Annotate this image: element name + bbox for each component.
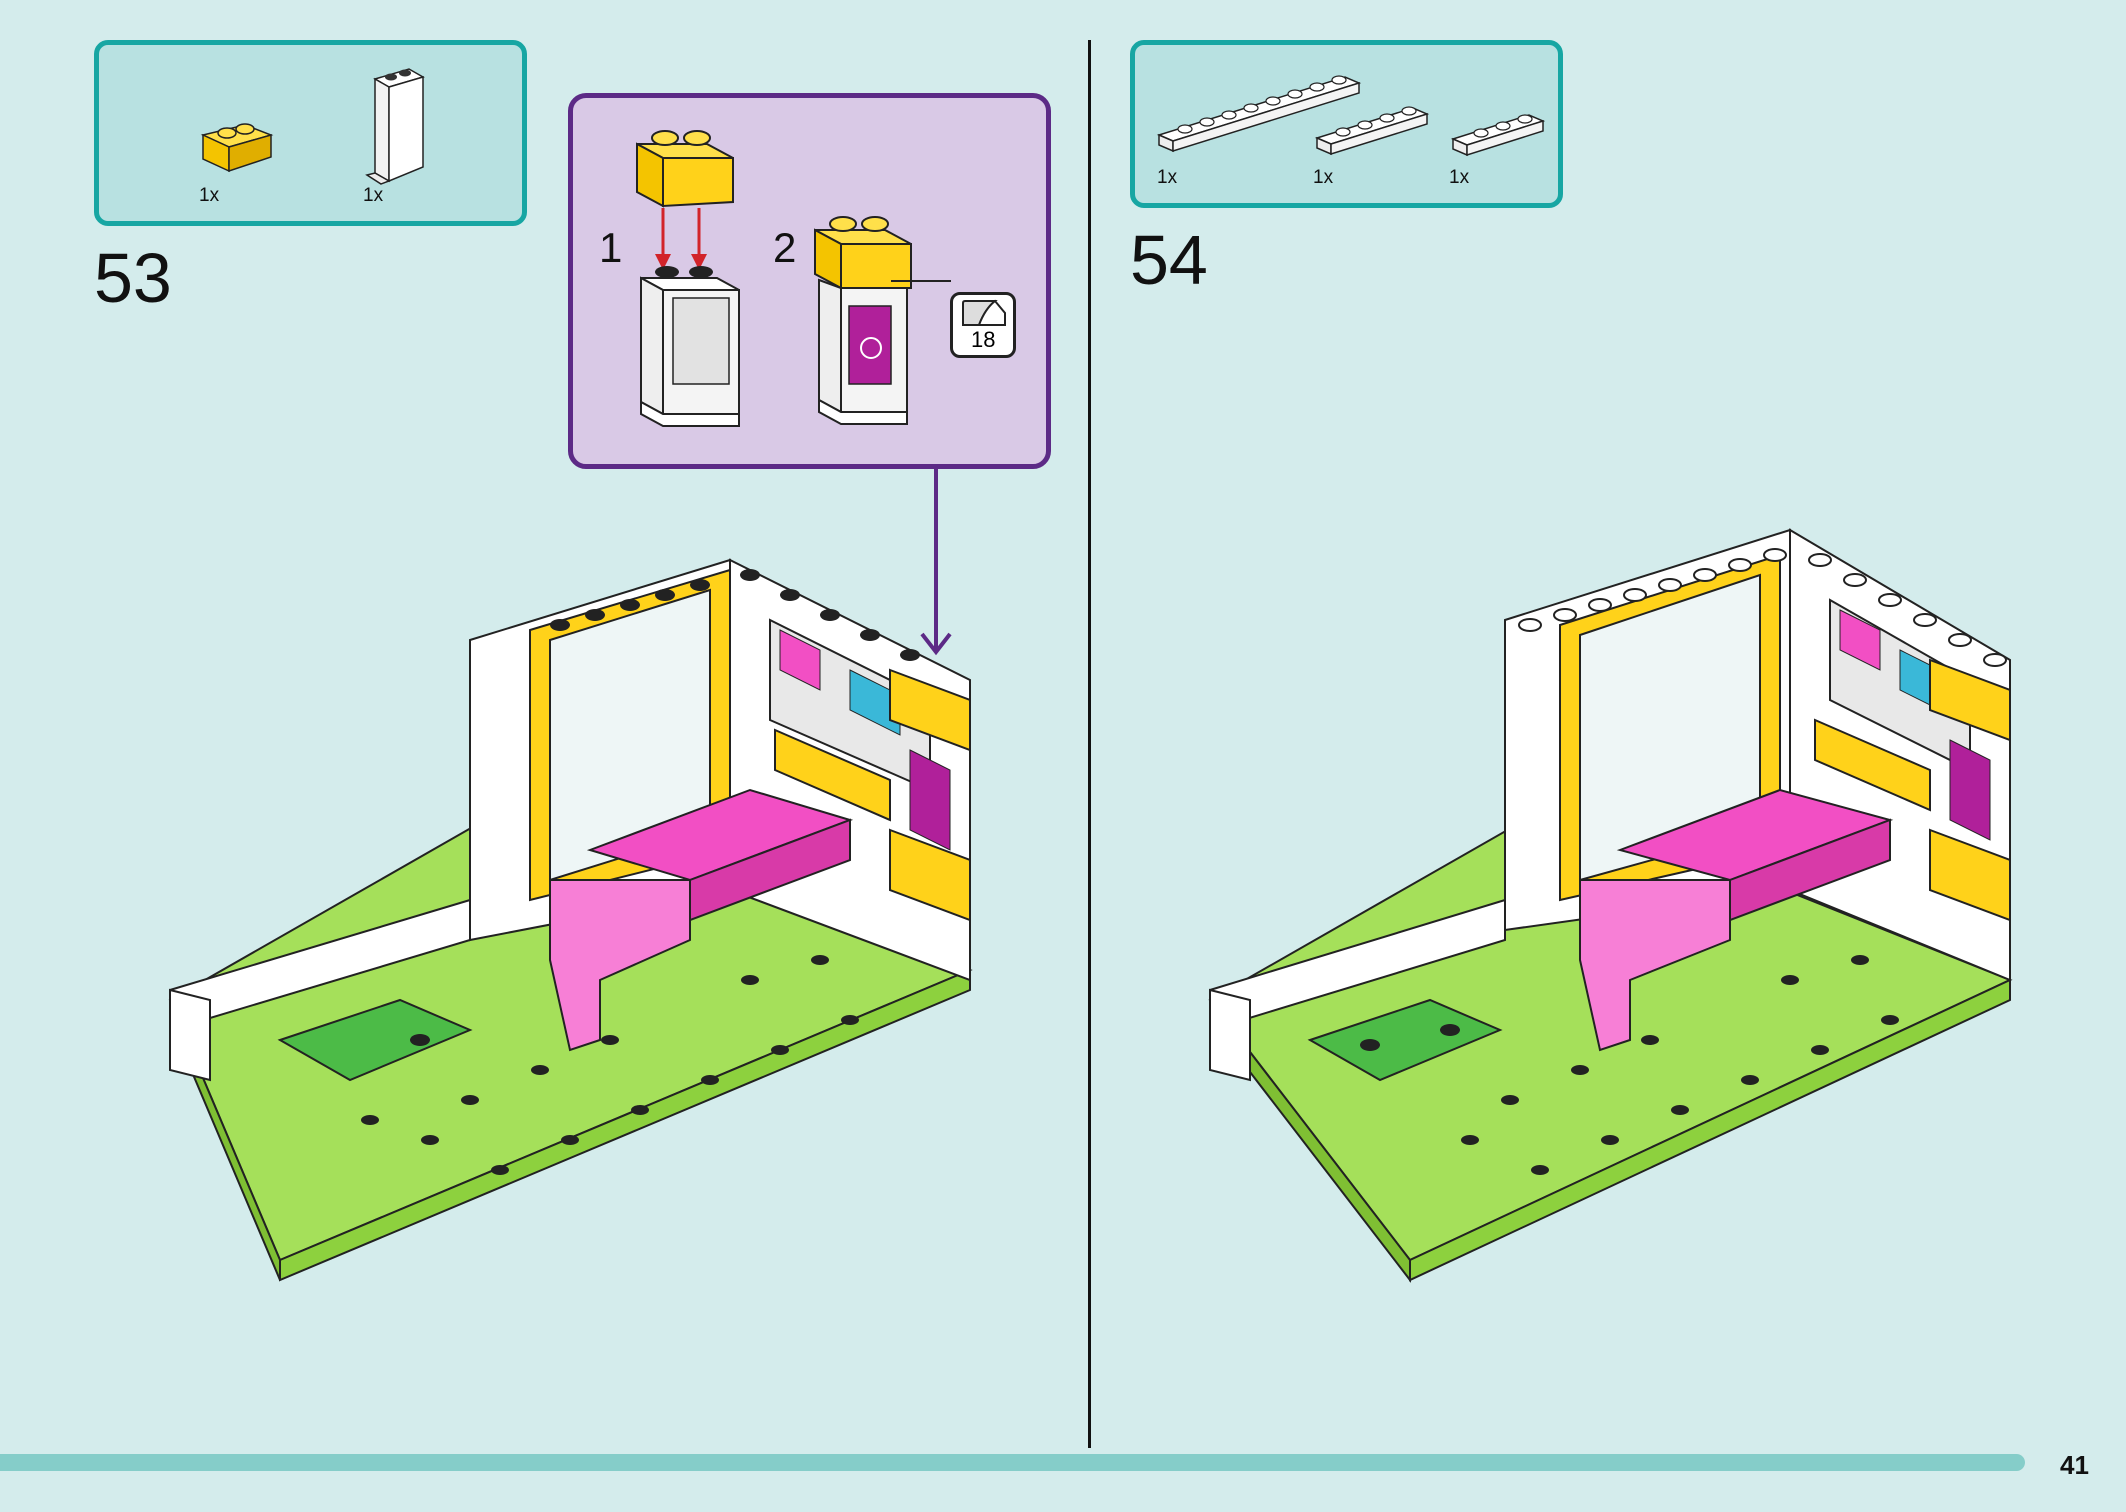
model-step-54 [1208, 528, 2013, 1283]
white-panel-icon [640, 266, 740, 427]
part-qty: 1x [1449, 167, 1470, 188]
part-qty: 1x [363, 185, 384, 206]
yellow-brick-exploded-icon [636, 130, 734, 208]
parts-list-step-53: 1x 1x [94, 40, 527, 226]
white-plate-1x4-icon [1314, 106, 1430, 156]
step-number: 53 [94, 239, 172, 317]
page-number: 41 [2060, 1450, 2089, 1480]
white-plate-1x8-icon [1156, 75, 1362, 153]
part-qty: 1x [199, 185, 220, 206]
part-qty: 1x [1157, 167, 1178, 188]
white-panel-icon [365, 68, 425, 185]
substep-number: 2 [773, 224, 797, 271]
subassembly-callout: 1 2 [568, 93, 1051, 469]
model-step-53 [168, 558, 973, 1282]
page-divider [1088, 40, 1091, 1448]
footer-bar [0, 1454, 2025, 1471]
part-qty: 1x [1313, 167, 1334, 188]
callout-arrow [920, 464, 952, 656]
parts-list-step-54: 1x 1x 1x [1130, 40, 1563, 208]
red-arrow-icon [655, 208, 707, 270]
white-plate-1x3-icon [1450, 114, 1546, 157]
panel-with-brick-icon [814, 216, 912, 425]
sticker-leader-line [891, 280, 951, 282]
sticker-badge: 18 [950, 292, 1016, 358]
substep-number: 1 [599, 224, 623, 271]
yellow-brick-1x2-icon [200, 123, 274, 173]
step-number: 54 [1130, 221, 1208, 299]
sticker-icon [962, 299, 1006, 326]
sticker-number: 18 [971, 327, 996, 352]
